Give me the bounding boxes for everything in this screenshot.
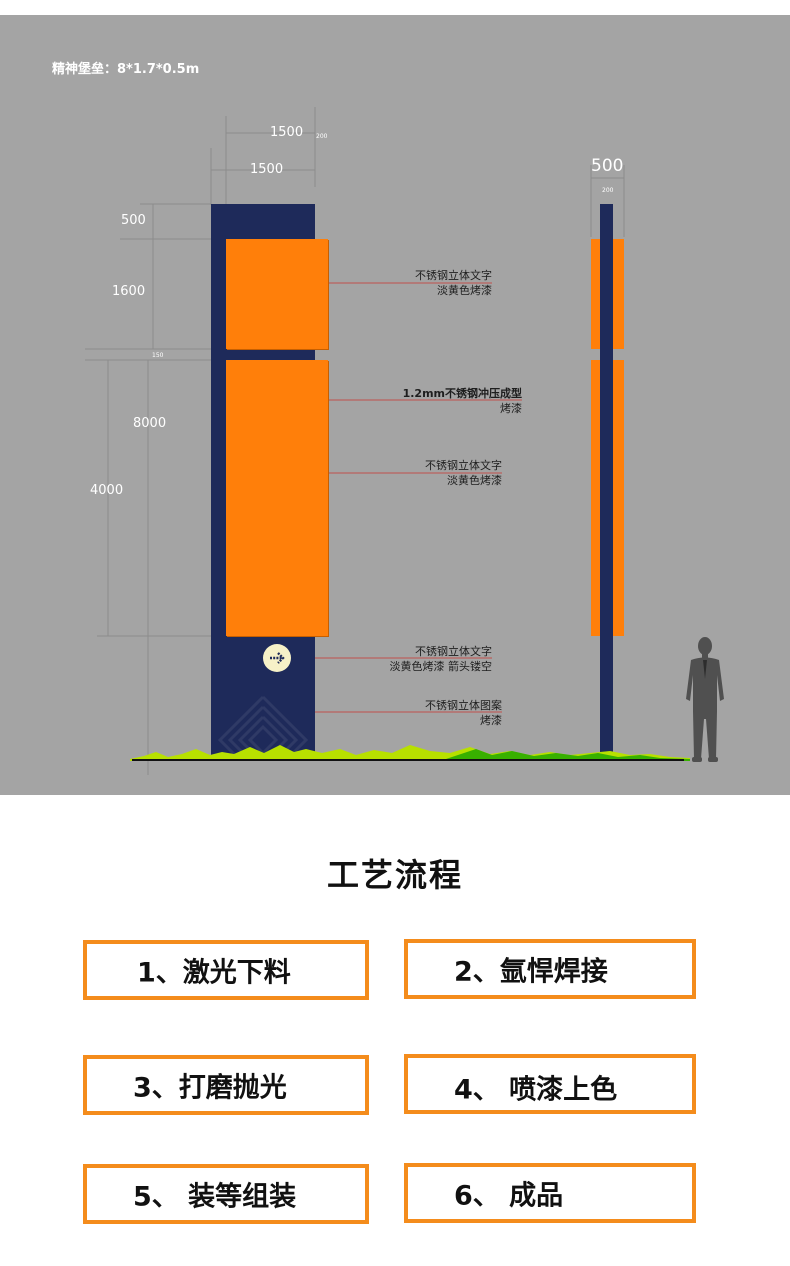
side-lower-panel-right [613,360,624,636]
dim-left-4000: 4000 [90,483,124,498]
front-upper-panel [226,239,328,349]
dim-200-top: 200 [316,133,328,140]
callout-1-line-1: 不锈钢立体文字 [415,269,492,282]
side-lower-panel-left [591,360,600,636]
spec-title: 精神堡垒：8*1.7*0.5m [52,62,200,77]
callout-pattern: 不锈钢立体图案 烤漆 [425,698,502,728]
step-painting: 4、 喷漆上色 [404,1054,696,1114]
callout-arrow: 不锈钢立体文字 淡黄色烤漆 箭头镂空 [390,644,493,674]
step-2-label: 2、氩悍焊接 [454,956,608,988]
dim-left-150: 150 [152,352,164,359]
step-welding: 2、氩悍焊接 [404,939,696,999]
step-assembly: 5、 装等组装 [83,1164,369,1224]
step-5-label: 5、 装等组装 [133,1181,297,1213]
callout-3-line-2: 淡黄色烤漆 [447,474,502,487]
step-1-label: 1、激光下料 [137,957,291,989]
step-laser-cutting: 1、激光下料 [83,940,369,1000]
dim-top-width-inner: 1500 [250,162,284,177]
dim-left-8000: 8000 [133,416,167,431]
step-6-label: 6、 成品 [454,1180,564,1212]
step-4-label: 4、 喷漆上色 [454,1074,618,1106]
dim-200-side: 200 [602,187,614,194]
dim-side-width: 500 [591,156,624,176]
step-3-label: 3、打磨抛光 [133,1072,287,1104]
grass-strip [130,745,690,761]
step-polishing: 3、打磨抛光 [83,1055,369,1115]
callout-5-line-1: 不锈钢立体图案 [425,699,502,712]
dim-left-1600: 1600 [112,284,146,299]
elevation-drawing: 精神堡垒：8*1.7*0.5m [0,15,790,795]
step-finished: 6、 成品 [404,1163,696,1223]
front-lower-panel [226,360,328,636]
ground-line [132,759,684,761]
callout-5-line-2: 烤漆 [480,714,502,727]
human-silhouette-icon [680,635,730,765]
callout-3-line-1: 不锈钢立体文字 [425,459,502,472]
arrow-circle-icon [262,643,292,673]
dim-top-width-outer: 1500 [270,125,304,140]
side-upper-panel-right [613,239,624,349]
process-title: 工艺流程 [326,856,463,894]
callout-stamping: 1.2mm不锈钢冲压成型 烤漆 [403,386,522,416]
dimension-lines [85,107,625,775]
side-pillar [600,204,613,758]
callout-upper-text: 不锈钢立体文字 淡黄色烤漆 [415,268,492,298]
callout-4-line-2: 淡黄色烤漆 箭头镂空 [389,660,493,673]
callout-2-line-1: 1.2mm不锈钢冲压成型 [402,387,522,400]
callout-4-line-1: 不锈钢立体文字 [415,645,492,658]
callout-2-line-2: 烤漆 [500,402,522,415]
callout-1-line-2: 淡黄色烤漆 [437,284,492,297]
callout-lower-text: 不锈钢立体文字 淡黄色烤漆 [425,458,502,488]
dim-left-500: 500 [121,213,146,228]
side-upper-panel-left [591,239,600,349]
